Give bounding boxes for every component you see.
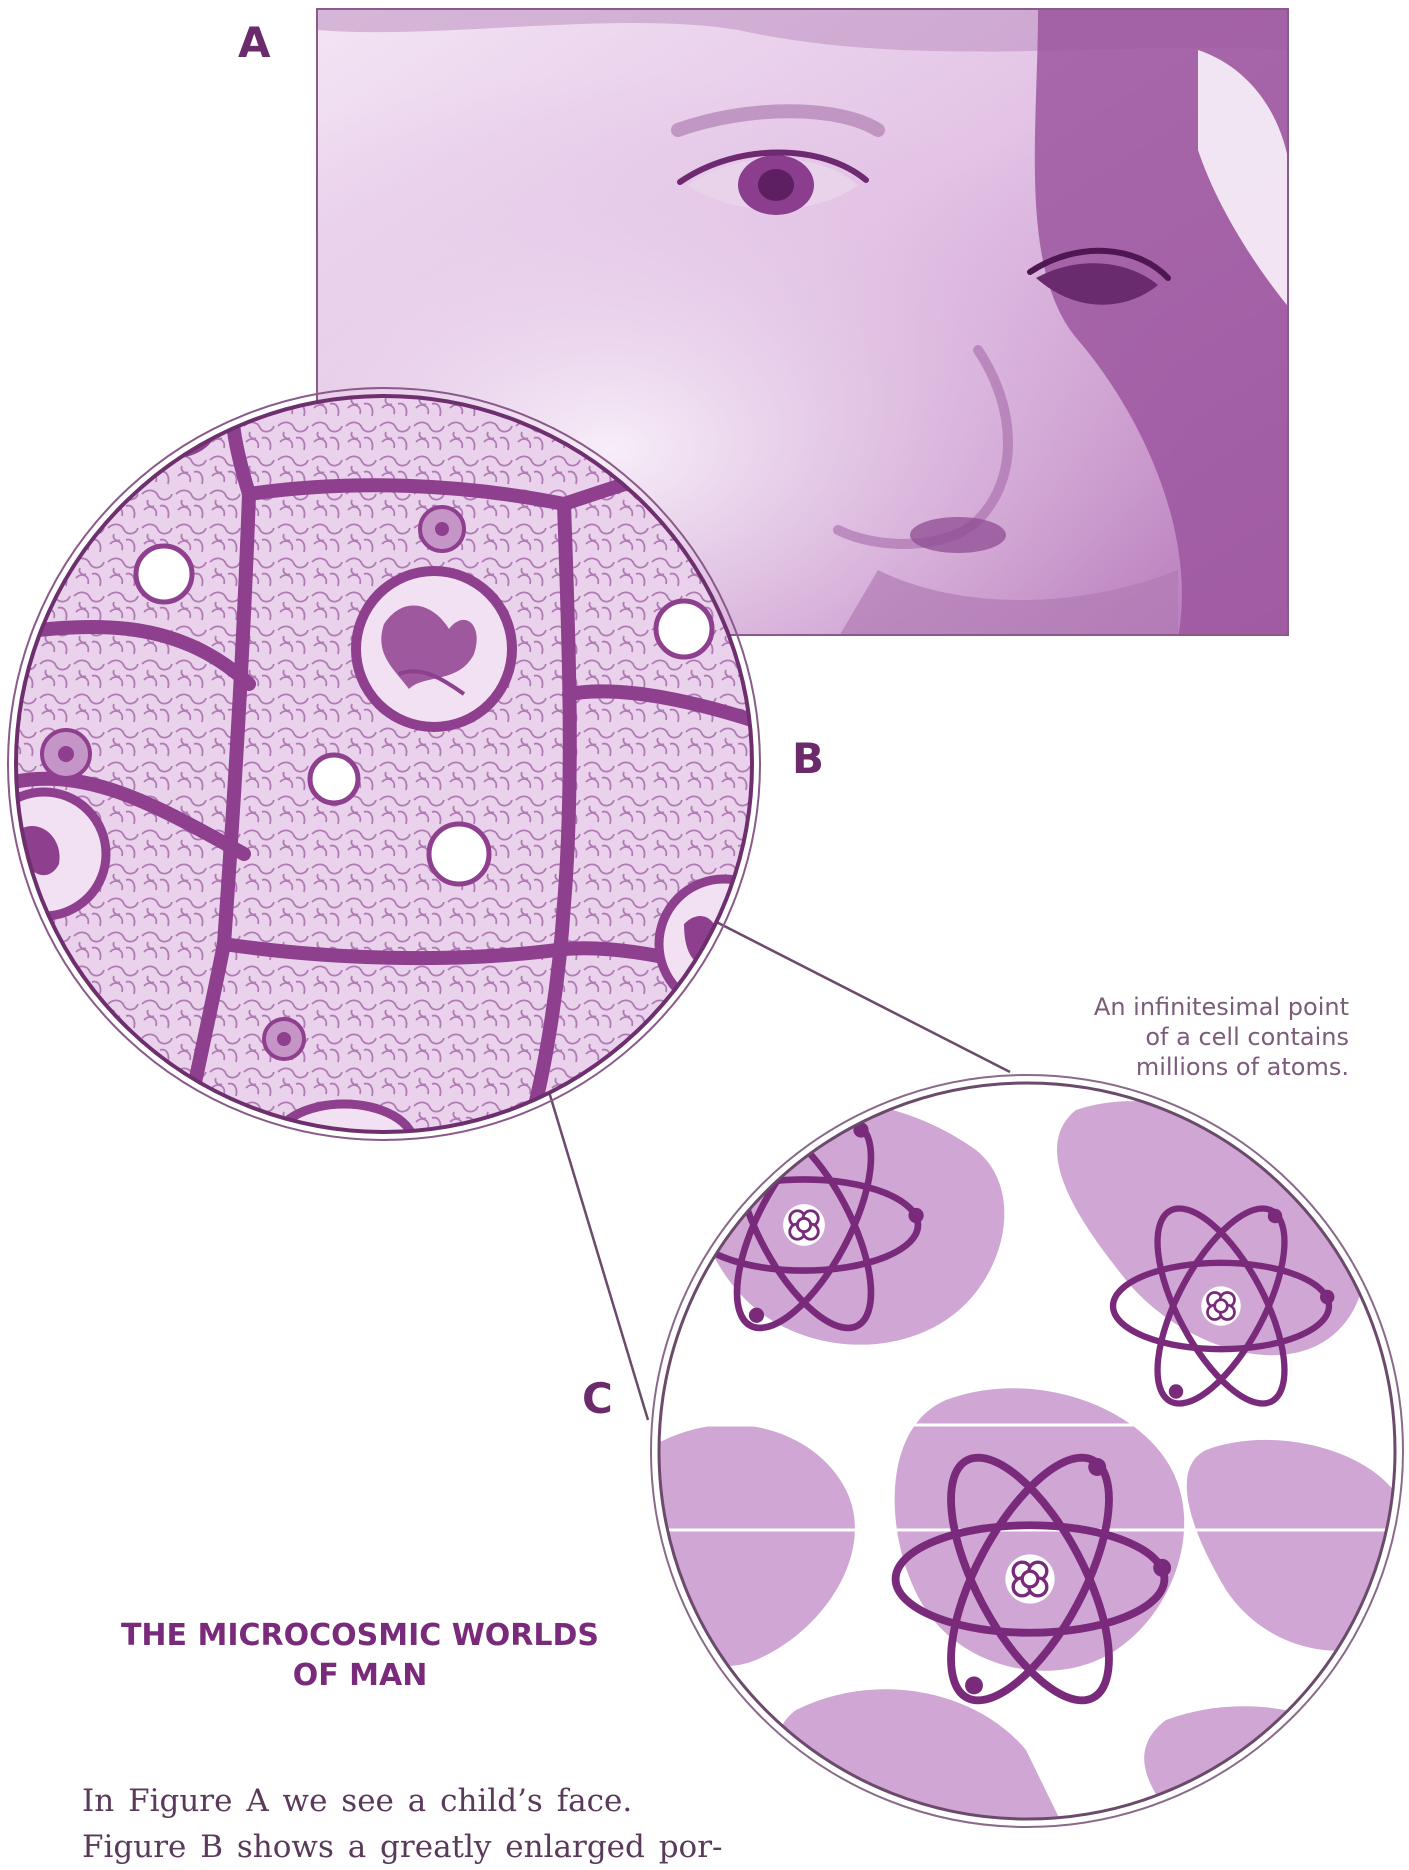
article-body-line: Figure B shows a greatly enlarged por- (82, 1824, 682, 1870)
article-body: In Figure A we see a child’s face. Figur… (82, 1778, 682, 1870)
cell-magnified-circle (4, 384, 764, 1144)
atoms-caption-line: millions of atoms. (929, 1052, 1349, 1082)
article-title: THE MICROCOSMIC WORLDS OF MAN (80, 1616, 640, 1696)
figure-label-c: C (582, 1374, 613, 1423)
atoms-magnified-circle (646, 1070, 1408, 1832)
article-title-line: OF MAN (80, 1656, 640, 1696)
article-title-line: THE MICROCOSMIC WORLDS (80, 1616, 640, 1656)
atoms-caption-line: An infinitesimal point (929, 992, 1349, 1022)
figure-label-a: A (238, 18, 271, 67)
article-body-line: In Figure A we see a child’s face. (82, 1778, 682, 1824)
atoms-caption: An infinitesimal point of a cell contain… (929, 992, 1349, 1082)
figure-label-b: B (792, 734, 824, 783)
atoms-caption-line: of a cell contains (929, 1022, 1349, 1052)
